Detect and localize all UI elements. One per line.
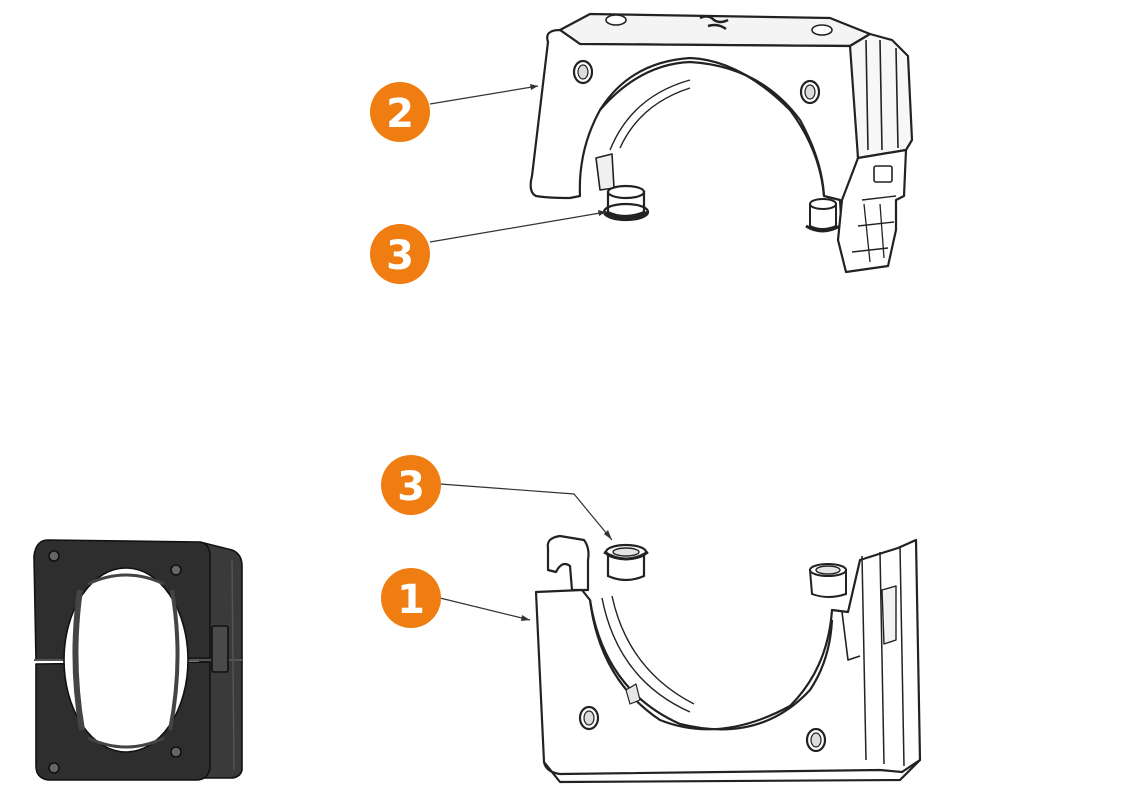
upper-insert-ring-right [805, 198, 841, 233]
callout-number: 3 [386, 233, 414, 279]
callout-badge-3-upper: 3 [370, 224, 430, 284]
callout-badge-3-lower: 3 [381, 455, 441, 515]
leader-lines [429, 85, 613, 621]
leader-line-2 [429, 85, 539, 105]
lower-insert-ring [603, 543, 649, 582]
lower-insert-ring-right [808, 563, 847, 598]
callout-number: 3 [397, 464, 425, 510]
leader-line-1 [439, 597, 531, 621]
callout-circle [370, 224, 430, 284]
callout-circle [370, 82, 430, 142]
leader-line-3-upper [429, 211, 607, 243]
callout-circle [381, 568, 441, 628]
callout-badge-1: 1 [381, 568, 441, 628]
assembled-clamp [33, 539, 243, 781]
leader-arrowheads [521, 84, 612, 621]
leader-line-3-lower [439, 483, 613, 541]
callout-number: 2 [386, 91, 414, 137]
callout-circle [381, 455, 441, 515]
upper-clamp-half [529, 12, 914, 274]
callout-number: 1 [397, 577, 425, 623]
callout-badge-2: 2 [370, 82, 430, 142]
lower-clamp-half [534, 534, 922, 784]
upper-insert-ring [602, 184, 650, 222]
